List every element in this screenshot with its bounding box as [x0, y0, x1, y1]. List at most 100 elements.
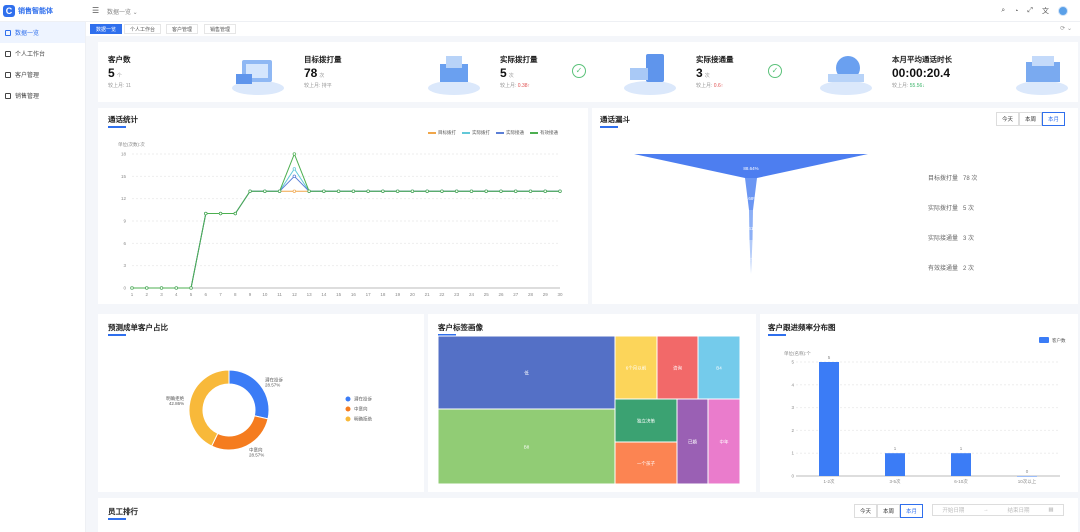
series-point [484, 189, 488, 193]
treemap-label: 咨询 [673, 365, 682, 372]
app-logo-icon: C [3, 5, 15, 17]
x-tick-label: 4 [175, 292, 178, 297]
funnel-panel: 通话漏斗 今天 本周 本月 88.64% 5.68% 3.41% 2.27% 目… [592, 108, 1078, 304]
panel-title: 员工排行 [108, 506, 138, 520]
date-range-picker[interactable]: 开始日期 → 结束日期 ▦ [932, 504, 1064, 516]
y-tick-label: 6 [123, 241, 126, 246]
funnel-pct: 5.68% [745, 196, 758, 201]
server-illustration-icon [820, 56, 872, 95]
x-tick-label: 10 [262, 292, 268, 297]
panel-title: 预测成单客户占比 [108, 322, 168, 336]
series-point [263, 189, 267, 193]
tab-sales[interactable]: 销售管理 [204, 24, 237, 34]
bar-value-label: 1 [894, 446, 897, 451]
legend-swatch [462, 132, 470, 134]
legend-item[interactable]: 有效接通 [530, 130, 558, 136]
toggle-week[interactable]: 本周 [877, 504, 901, 518]
series-point [292, 167, 296, 171]
bell-icon[interactable]: ◔ [1014, 7, 1019, 15]
funnel-stage-2 [745, 178, 757, 210]
funnel-row: 实际接通量 3 次 [928, 236, 975, 242]
stat-sub: 较上月: 11 [108, 83, 131, 89]
legend-swatch [428, 132, 436, 134]
y-tick-label: 3 [123, 263, 126, 268]
x-tick-label: 1 [131, 292, 134, 297]
series-point [292, 152, 296, 156]
toggle-today[interactable]: 今天 [996, 112, 1020, 126]
x-tick-label: 13 [307, 292, 313, 297]
series-point [277, 189, 282, 193]
tab-dashboard[interactable]: 数据一览 [90, 24, 123, 34]
sidebar-item-dashboard[interactable]: 数据一览 [0, 22, 85, 43]
series-point [558, 189, 562, 193]
series-point [499, 189, 503, 193]
translate-icon[interactable]: 文 [1042, 8, 1049, 15]
search-icon[interactable]: ⌕ [1001, 7, 1006, 14]
grid-icon [5, 71, 11, 78]
legend-swatch [496, 132, 504, 134]
fullscreen-icon[interactable]: ⤢ [1027, 7, 1033, 14]
sidebar-item-sales[interactable]: 销售管理 [0, 85, 85, 106]
toggle-month[interactable]: 本月 [1042, 112, 1066, 126]
y-tick-label: 15 [121, 174, 127, 179]
treemap-label: B8 [524, 445, 530, 450]
avatar[interactable] [1058, 6, 1068, 16]
toggle-today[interactable]: 今天 [854, 504, 878, 518]
y-tick-label: 5 [791, 360, 794, 365]
series-point [159, 286, 164, 290]
treemap-label: 一个孩子 [637, 460, 655, 467]
panel-title: 客户跟进频率分布图 [768, 322, 836, 336]
toggle-month[interactable]: 本月 [900, 504, 924, 518]
line-legend[interactable]: 目标拨打实际拨打实际接通有效接通 [428, 130, 558, 136]
treemap-cell [614, 441, 678, 485]
x-tick-label: 1-2次 [823, 478, 835, 485]
tab-workbench[interactable]: 个人工作台 [124, 24, 162, 34]
legend-item[interactable]: 目标拨打 [428, 130, 456, 136]
tab-customers[interactable]: 客户管理 [166, 24, 199, 34]
sidebar-item-customers[interactable]: 客户管理 [0, 64, 85, 85]
treemap-label: B4 [716, 366, 722, 371]
toggle-week[interactable]: 本周 [1019, 112, 1043, 126]
legend-item[interactable]: 实际接通 [496, 130, 524, 136]
pie-slice [210, 415, 269, 451]
calendar-icon[interactable]: ▦ [1048, 507, 1054, 513]
menu-toggle-icon[interactable]: ☰ [92, 6, 100, 15]
funnel-list: 目标拨打量 78 次 实际拨打量 5 次 实际接通量 3 次 有效接通量 2 次 [928, 164, 977, 284]
y-tick-label: 4 [791, 382, 794, 387]
funnel-pct: 88.64% [743, 166, 758, 171]
x-tick-label: 2 [146, 292, 149, 297]
y-axis-label: 单位(次数):次 [118, 141, 145, 148]
sidebar-item-workbench[interactable]: 个人工作台 [0, 43, 85, 64]
start-date-input[interactable]: 开始日期 [942, 508, 965, 514]
bar [951, 453, 971, 476]
x-tick-label: 3 [160, 292, 163, 297]
sidebar-item-label: 数据一览 [15, 31, 40, 37]
end-date-input[interactable]: 结束日期 [1007, 508, 1030, 514]
series-point [425, 189, 429, 193]
x-tick-label: 26 [498, 292, 504, 297]
tab-refresh-icon[interactable]: ⟳ ⌄ [1060, 26, 1072, 32]
legend-label: 中意向 [354, 406, 368, 413]
series-point [336, 189, 341, 193]
x-tick-label: 30 [557, 292, 563, 297]
x-tick-label: 15 [336, 292, 342, 297]
x-tick-label: 14 [321, 292, 327, 297]
x-tick-label: 10次以上 [1018, 478, 1037, 485]
y-axis-label: 单位(名称):个 [784, 350, 811, 357]
treemap-cell [707, 398, 741, 485]
check-icon: ✓ [768, 64, 782, 78]
y-tick-label: 1 [791, 451, 794, 456]
x-tick-label: 18 [380, 292, 386, 297]
legend-item[interactable]: 实际拨打 [462, 130, 490, 136]
series-point [248, 189, 252, 193]
stat-sub: 较上月: 0.6↑ [696, 83, 724, 89]
breadcrumb[interactable]: 数据一览 ⌄ [107, 10, 138, 16]
x-tick-label: 8 [234, 292, 237, 297]
